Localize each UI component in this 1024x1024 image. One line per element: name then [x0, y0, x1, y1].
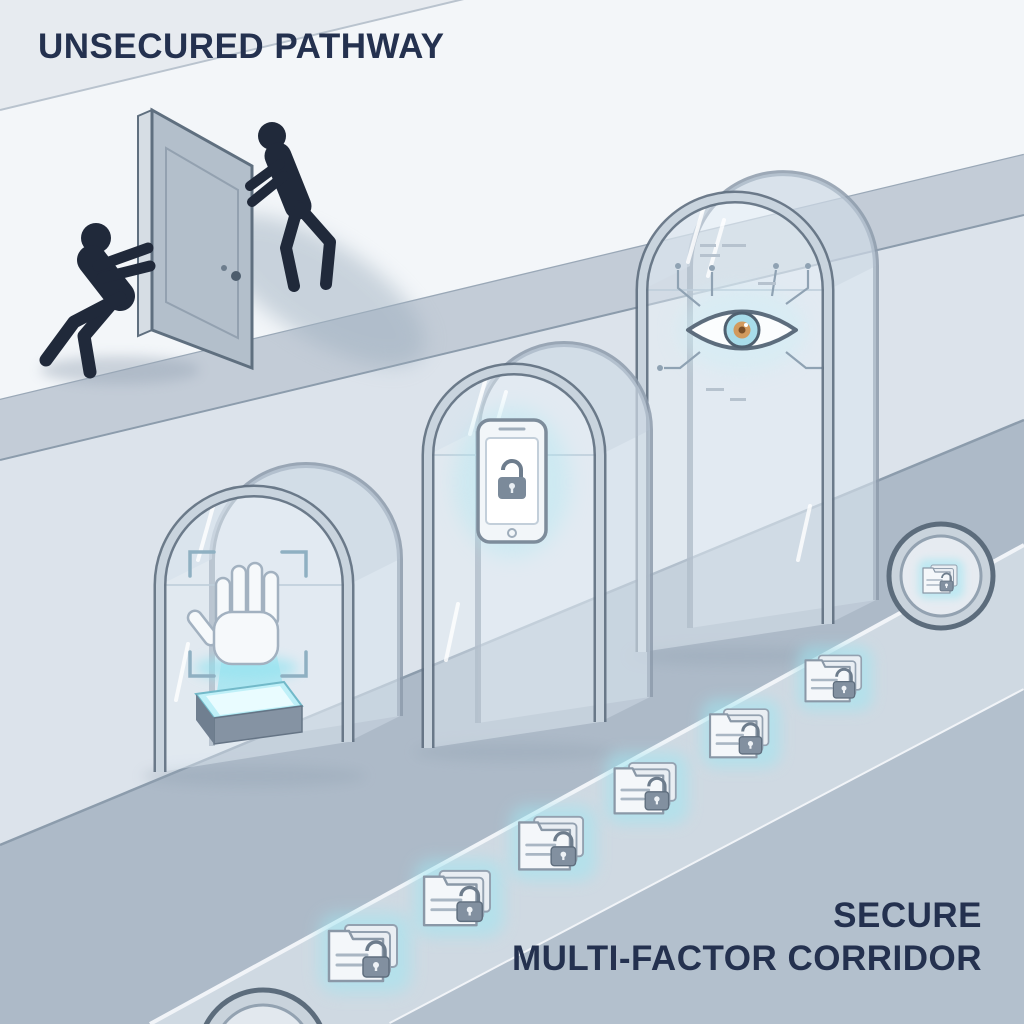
- figure-leg: [39, 291, 127, 367]
- door-edge: [137, 108, 153, 338]
- door-inner-panel: [165, 146, 239, 340]
- figure-leg: [294, 202, 336, 290]
- palm-scanner-icon: [186, 550, 308, 745]
- unsecured-pathway-label: UNSECURED PATHWAY: [38, 27, 445, 66]
- door-knob: [231, 271, 241, 281]
- locked-folder-icon: [319, 913, 411, 993]
- foreground-floor: [390, 690, 1024, 1024]
- locked-folder-icon: [797, 646, 872, 712]
- iris-scan-icon: [657, 244, 829, 401]
- figure-arm: [245, 159, 285, 191]
- palm-glow: [194, 656, 298, 680]
- phone-home-button: [507, 528, 517, 538]
- figure-shadow: [40, 356, 200, 384]
- gate3-front-frame-inner: [638, 193, 832, 652]
- figure-arm: [92, 242, 154, 272]
- locked-folder-icon: [918, 559, 964, 599]
- door-shadow: [215, 214, 425, 366]
- conveyor-edge-upper: [149, 543, 1024, 1024]
- secure-corridor-label-line2: MULTI-FACTOR CORRIDOR: [512, 939, 982, 978]
- figure-leg: [280, 200, 304, 292]
- palm-icon: [186, 561, 280, 666]
- forced-door: [137, 107, 254, 371]
- gate1-side-glass: [348, 559, 400, 742]
- tunnel-opening-icon: [886, 521, 996, 631]
- pipe-opening-icon: [203, 987, 323, 1024]
- screen-padlock-icon: [498, 459, 526, 499]
- corridor-wall: [0, 420, 1024, 1024]
- gate3-front-glass: [642, 197, 828, 652]
- gate-shadows: [142, 646, 840, 787]
- data-code-lines: [700, 244, 776, 401]
- gate3-roof: [642, 173, 876, 290]
- gate2-front-frame-inner: [424, 365, 604, 748]
- gate-iris-scan: [635, 170, 879, 652]
- gate3-side-glass: [828, 266, 876, 624]
- locked-folder-icon: [606, 752, 689, 824]
- gate-palm-scanner: [153, 462, 403, 772]
- gate2-side-glass: [600, 430, 650, 722]
- gate1-front-frame-inner: [156, 487, 352, 772]
- gate2-roof: [428, 344, 650, 455]
- scanner-device: [194, 680, 304, 745]
- locked-folder-icon: [510, 806, 596, 881]
- eye-glint: [744, 323, 748, 327]
- figure-arm: [247, 171, 289, 207]
- scan-frame-brackets: [188, 550, 308, 678]
- gate1-roof: [160, 465, 400, 585]
- door-keyhole: [221, 265, 227, 271]
- intruder-figure-right: [245, 122, 336, 292]
- intruder-figure-left: [39, 223, 156, 379]
- walkway-top-edge: [0, 0, 465, 111]
- secure-corridor-label-line1: SECURE: [833, 896, 982, 935]
- unsecured-door-scene: [39, 107, 425, 384]
- gate-phone-lock: [421, 341, 653, 748]
- walkway-side-face: [0, 155, 1024, 460]
- locked-folder-icon: [701, 699, 780, 768]
- eye-pupil-center: [738, 326, 746, 334]
- phone-lock-icon: [454, 407, 570, 557]
- figure-arm: [96, 260, 156, 284]
- locked-folder-icon: [414, 859, 503, 937]
- door-panel: [150, 107, 254, 371]
